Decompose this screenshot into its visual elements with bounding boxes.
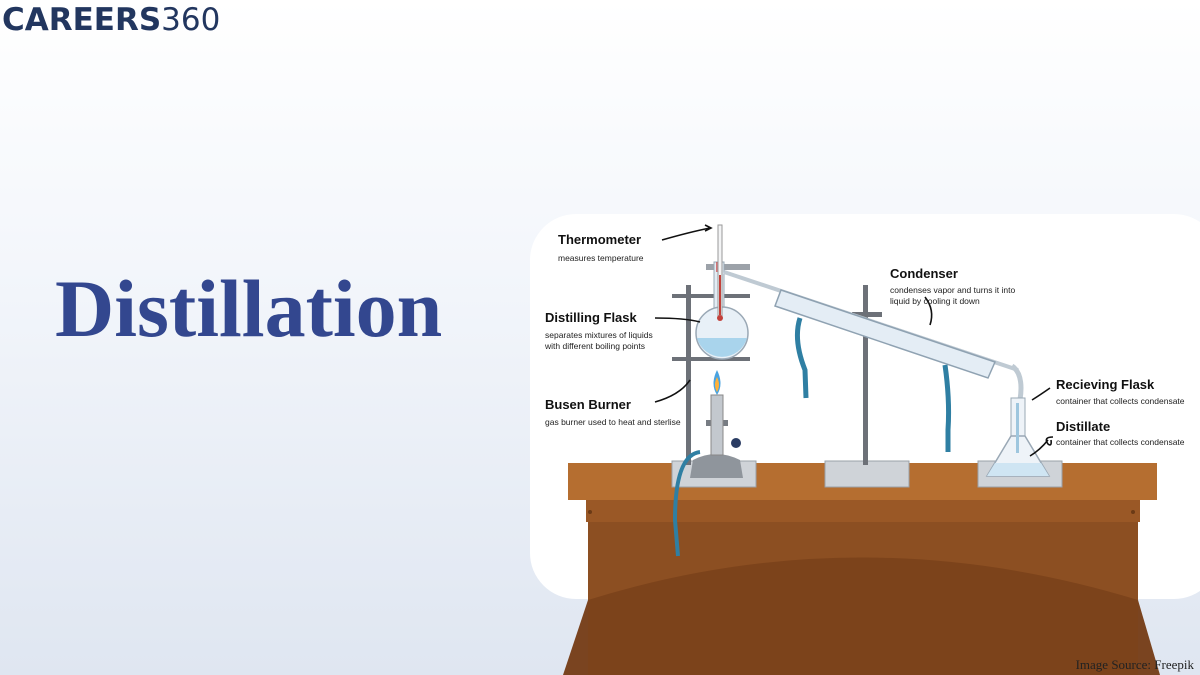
lab-table [563, 463, 1160, 675]
distillate-curl [1045, 436, 1054, 446]
label-burner-desc: gas burner used to heat and sterlise [545, 417, 681, 427]
label-thermometer: Thermometer measures temperature [558, 232, 644, 263]
label-condenser: Condenser condenses vapor and turns it i… [890, 266, 1015, 306]
condenser [723, 270, 1024, 452]
condenser-arrow [924, 296, 933, 326]
label-receiving-desc: container that collects condensate [1056, 396, 1185, 406]
label-distillate-desc: container that collects condensate [1056, 437, 1185, 447]
label-arrows [654, 224, 1054, 457]
label-flask-desc-1: separates mixtures of liquids [545, 330, 653, 340]
label-receiving-flask: Recieving Flask container that collects … [1056, 377, 1185, 406]
thermometer-arrow [661, 227, 711, 241]
label-receiving-title: Recieving Flask [1056, 377, 1155, 392]
left-stand [672, 264, 750, 465]
careers360-logo: CAREERS360 [2, 2, 220, 38]
logo-brand: CAREERS [2, 2, 162, 38]
middle-stand [852, 285, 882, 465]
label-burner-title: Busen Burner [545, 397, 631, 412]
thermometer-arrowhead [704, 224, 713, 232]
page-title: Distillation [55, 263, 443, 354]
flask-arrow [654, 317, 701, 323]
receiving-flask [985, 397, 1051, 477]
image-source-credit: Image Source: Freepik [1075, 657, 1194, 672]
label-condenser-desc-2: liquid by cooling it down [890, 296, 980, 306]
stand-bases [671, 460, 1063, 488]
label-condenser-title: Condenser [890, 266, 958, 281]
label-distillate-title: Distillate [1056, 419, 1110, 434]
burner-arrow [654, 379, 691, 403]
label-thermometer-desc: measures temperature [558, 253, 644, 263]
label-thermometer-title: Thermometer [558, 232, 641, 247]
label-burner: Busen Burner gas burner used to heat and… [545, 397, 681, 427]
label-flask-title: Distilling Flask [545, 310, 638, 325]
bunsen-burner [672, 370, 743, 557]
label-condenser-desc-1: condenses vapor and turns it into [890, 285, 1015, 295]
thermometer [717, 224, 723, 321]
receiving-arrow [1031, 387, 1051, 401]
logo-number: 360 [161, 2, 221, 38]
label-distillate: Distillate container that collects conde… [1056, 419, 1185, 447]
label-distilling-flask: Distilling Flask separates mixtures of l… [544, 310, 653, 351]
label-flask-desc-2: with different boiling points [544, 341, 645, 351]
